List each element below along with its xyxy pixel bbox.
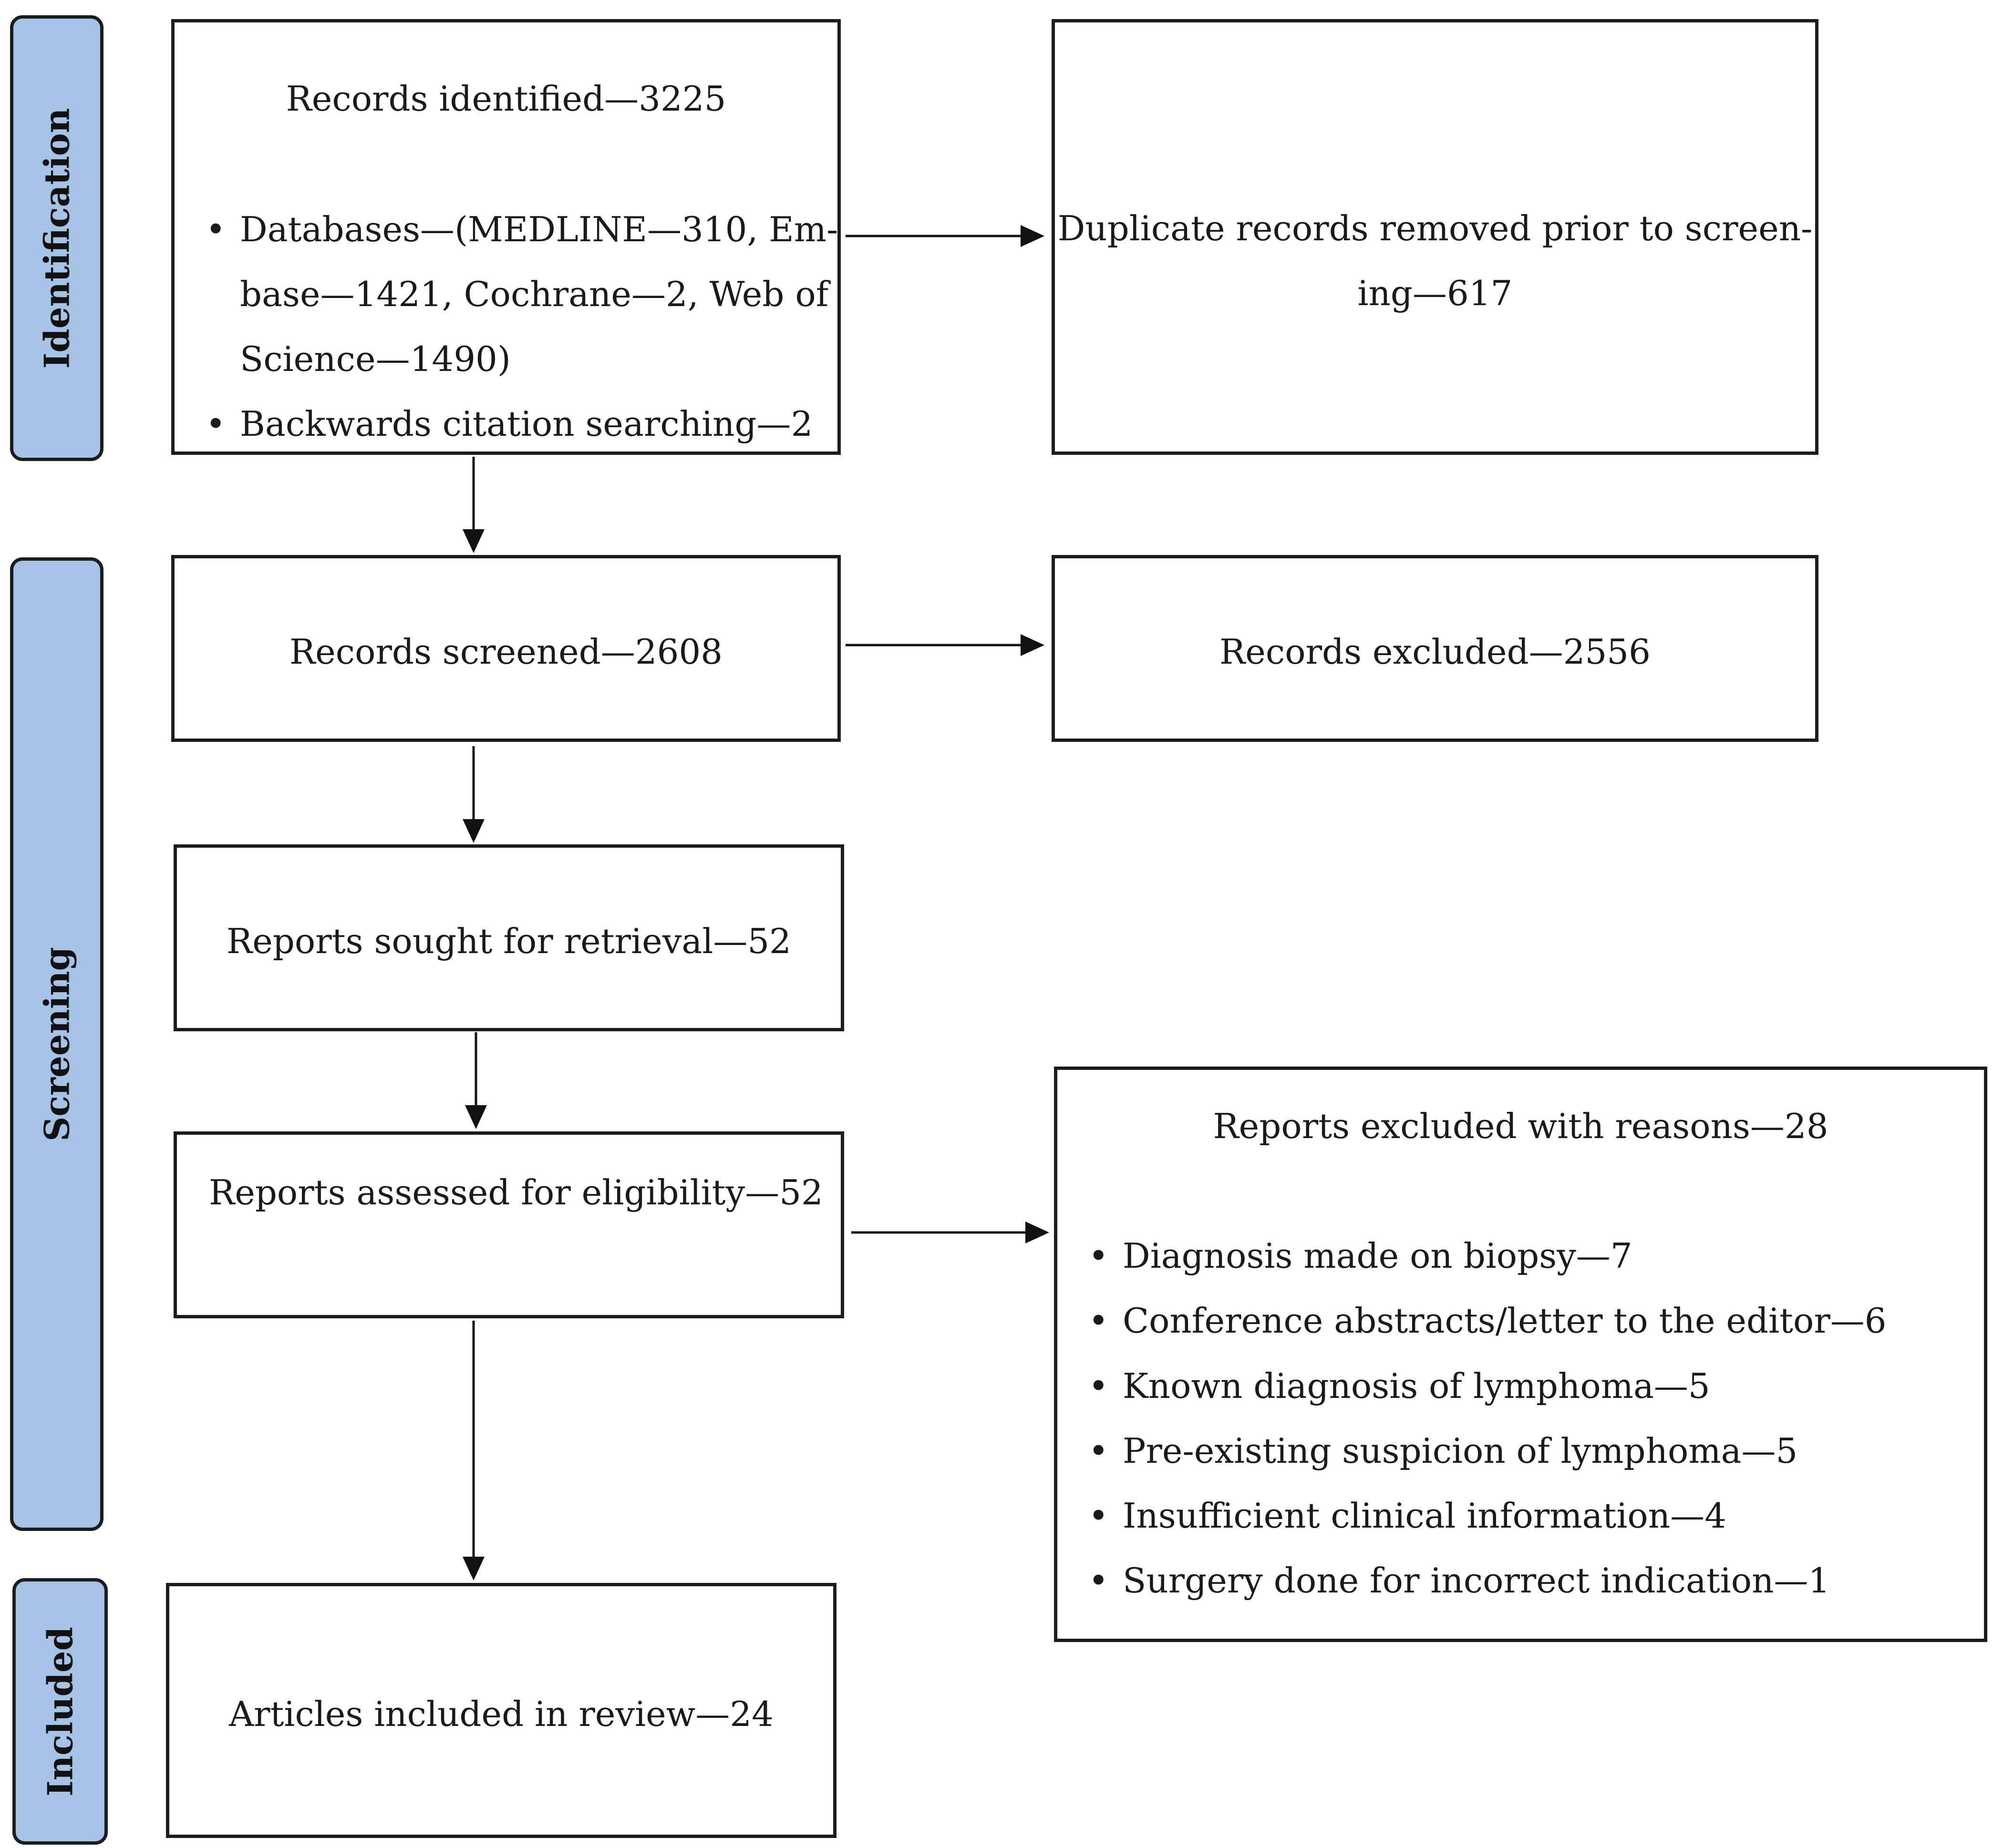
exclusion-reason: Diagnosis made on biopsy—7 [1088,1223,1632,1288]
records-excluded-box: Records excluded—2556 [1052,555,1818,742]
duplicates-removed-box: Duplicate records removed prior to scree… [1052,19,1818,455]
exclusion-reason: Surgery done for incorrect indication—1 [1088,1548,1830,1613]
records-identified-box: Records identified—3225 Databases—(MEDLI… [171,19,841,456]
databases-bullet: Databases—(MEDLINE—310, Em- base—1421, C… [206,197,838,391]
databases-line-3: Science—1490) [240,339,511,379]
records-screened-text: Records screened—2608 [289,632,723,672]
reports-sought-text: Reports sought for retrieval—52 [227,921,791,961]
arrowhead-sought [463,819,485,843]
reports-assessed-text: Reports assessed for eligibility—52 [209,1172,823,1212]
databases-line-1: Databases—(MEDLINE—310, Em- [240,209,838,249]
reports-assessed-box: Reports assessed for eligibility—52 [174,1131,844,1318]
arrowhead-assessed [465,1105,487,1129]
arrowhead-records-excluded [1021,634,1044,656]
exclusion-reason: Pre-existing suspicion of lymphoma—5 [1088,1418,1797,1483]
duplicates-line-1: Duplicate records removed prior to scree… [1057,208,1813,248]
articles-included-text: Articles included in review—24 [229,1694,774,1734]
databases-line-2: base—1421, Cochrane—2, Web of [240,274,829,314]
reports-excluded-title: Reports excluded with reasons—28 [1213,1106,1828,1146]
arrowhead-reports-excluded [1025,1222,1049,1243]
reports-excluded-box: Reports excluded with reasons—28 Diagnos… [1054,1067,1987,1642]
phase-identification: Identification [10,15,103,461]
arrowhead-screened [463,529,485,553]
records-identified-title: Records identified—3225 [286,79,726,119]
arrowhead-duplicates [1021,225,1044,247]
articles-included-box: Articles included in review—24 [166,1583,836,1838]
exclusion-reason: Insufficient clinical information—4 [1088,1483,1726,1548]
reports-sought-box: Reports sought for retrieval—52 [174,844,844,1031]
phase-included: Included [12,1578,108,1845]
backwards-citation-bullet: Backwards citation searching—2 [206,391,813,456]
duplicates-line-2: ing—617 [1357,273,1513,313]
arrowhead-included [463,1557,485,1581]
records-screened-box: Records screened—2608 [171,555,841,742]
phase-screening: Screening [10,557,103,1531]
exclusion-reason: Known diagnosis of lymphoma—5 [1088,1354,1710,1418]
records-excluded-text: Records excluded—2556 [1219,632,1651,672]
exclusion-reason: Conference abstracts/letter to the edito… [1088,1288,1887,1353]
